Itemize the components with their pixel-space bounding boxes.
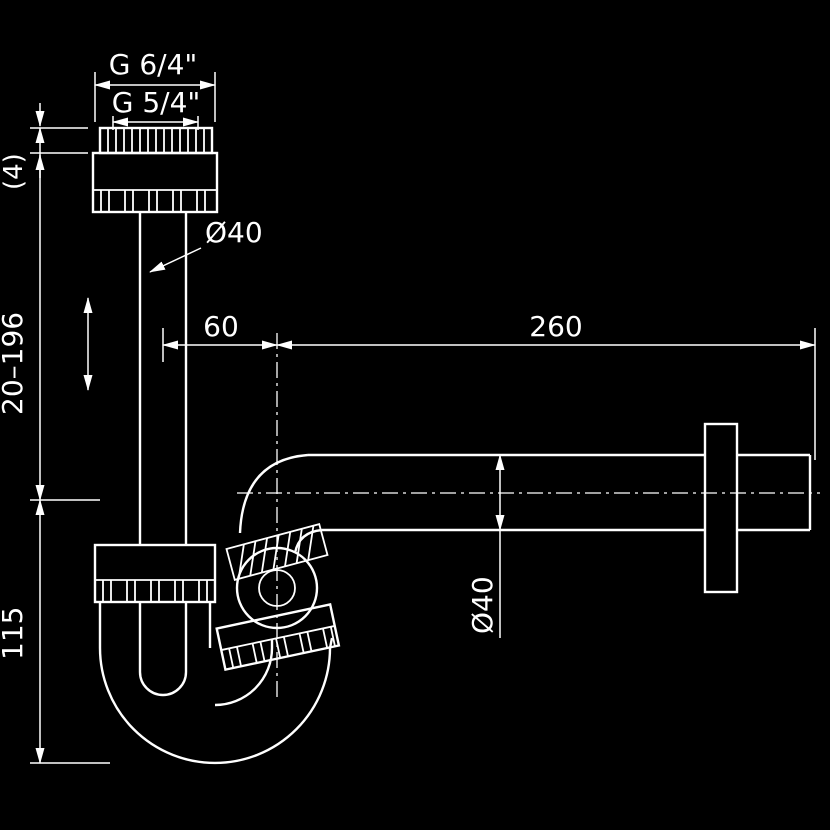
lower-nut-body bbox=[215, 602, 341, 672]
lower-nut-castellation bbox=[228, 626, 336, 669]
dim-outlet-length: 260 bbox=[276, 310, 816, 460]
dim-label-height-range: 20–196 bbox=[0, 312, 29, 415]
dim-label-inlet-diameter: Ø40 bbox=[205, 216, 263, 249]
thread-hatching bbox=[107, 128, 205, 153]
cup-nut bbox=[93, 543, 217, 604]
u-bend-outer-arc bbox=[98, 637, 334, 765]
cup-nut-body bbox=[93, 543, 217, 604]
inlet-pipe bbox=[138, 212, 188, 545]
dim-leader-line bbox=[149, 247, 202, 273]
dim-ext-lines bbox=[30, 127, 88, 154]
lower-nut-rib-line bbox=[221, 625, 335, 651]
dim-label-trap-height: 115 bbox=[0, 607, 29, 660]
dim-ext-lines bbox=[94, 72, 216, 122]
nut-body bbox=[91, 151, 219, 214]
dip-tube bbox=[138, 602, 188, 697]
dim-label-inner-thread: G 5/4" bbox=[112, 86, 201, 119]
lower-castellated-nut bbox=[215, 602, 341, 672]
dim-label-flange-height: (4) bbox=[0, 153, 29, 190]
dim-trap-height: 115 bbox=[0, 499, 110, 764]
u-bend-inner-arc bbox=[214, 640, 274, 707]
dim-height-range: 20–196 bbox=[0, 127, 100, 501]
outlet-elbow-outer bbox=[238, 453, 309, 534]
dim-flange-height: (4) bbox=[0, 103, 88, 190]
ball-joint bbox=[215, 523, 341, 672]
dim-label-trap-offset: 60 bbox=[203, 310, 239, 343]
dim-top-thread: G 6/4" bbox=[94, 48, 216, 122]
inlet-union-nut bbox=[91, 126, 219, 214]
dim-trap-offset: 60 bbox=[162, 310, 278, 362]
dim-inlet-diameter: Ø40 bbox=[149, 216, 263, 273]
dim-label-top-thread: G 6/4" bbox=[109, 48, 198, 81]
wall-flange bbox=[703, 422, 739, 594]
knurled-nut-body bbox=[225, 523, 329, 581]
dim-label-outlet-length: 260 bbox=[529, 310, 582, 343]
dim-label-outlet-diameter: Ø40 bbox=[466, 576, 499, 634]
cup-nut-castellation bbox=[102, 580, 208, 602]
outlet-elbow-inner bbox=[293, 528, 323, 554]
dim-outlet-diameter: Ø40 bbox=[466, 454, 505, 638]
nut-castellation bbox=[100, 190, 206, 212]
cup-walls bbox=[98, 602, 212, 648]
u-bend bbox=[98, 602, 334, 765]
dim-inner-thread: G 5/4" bbox=[112, 86, 201, 130]
